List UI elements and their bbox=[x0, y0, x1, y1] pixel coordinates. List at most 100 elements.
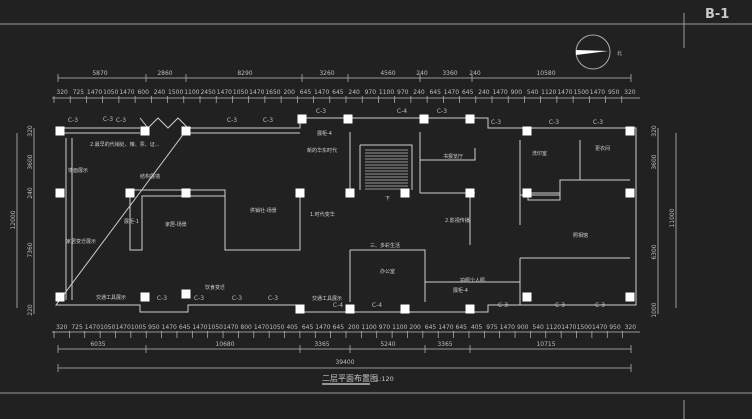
dimension-label: 950 bbox=[148, 324, 160, 331]
dimension-label: 405 bbox=[471, 324, 483, 331]
window-tag: C-3 bbox=[227, 117, 237, 124]
window-tag: C-3 bbox=[194, 295, 204, 302]
column-marker bbox=[343, 114, 353, 124]
north-arrow-icon bbox=[576, 50, 608, 55]
dimension-label: 1050 bbox=[269, 324, 284, 331]
dimension-label: 1000 bbox=[651, 302, 658, 317]
dimension-label: 1470 bbox=[590, 89, 605, 96]
column-marker bbox=[522, 188, 532, 198]
column-marker bbox=[465, 114, 475, 124]
structural-columns bbox=[55, 114, 635, 314]
north-arrow: 北 bbox=[575, 34, 622, 70]
window-tag: C-3 bbox=[593, 119, 603, 126]
dimension-label: 1050 bbox=[208, 324, 223, 331]
dimension-label: 970 bbox=[397, 89, 409, 96]
room-label: 新的华东时代 bbox=[307, 147, 337, 154]
dimension-label: 1050 bbox=[103, 89, 118, 96]
dimension-label: 320 bbox=[27, 125, 34, 137]
room-label: 交通工具展示 bbox=[96, 294, 126, 301]
dimension-label: 950 bbox=[608, 89, 620, 96]
dimension-label: 320 bbox=[651, 125, 658, 137]
column-marker bbox=[297, 114, 307, 124]
column-marker bbox=[522, 292, 532, 302]
dimension-label: 8290 bbox=[237, 70, 252, 77]
staircase bbox=[365, 149, 408, 190]
dimension-label: 1470 bbox=[492, 89, 507, 96]
dimension-label: 3600 bbox=[651, 154, 658, 169]
dimension-label: 1470 bbox=[557, 89, 572, 96]
dimension-label: 970 bbox=[379, 324, 391, 331]
dimension-label: 1470 bbox=[116, 324, 131, 331]
dimension-label: 645 bbox=[456, 324, 468, 331]
column-marker bbox=[625, 292, 635, 302]
window-tag: C-3 bbox=[157, 295, 167, 302]
room-label: 拍照个人照 bbox=[460, 277, 485, 284]
column-marker bbox=[400, 304, 410, 314]
dimension-label: 240 bbox=[469, 70, 481, 77]
dimension-label: 1050 bbox=[233, 89, 248, 96]
window-tag: C-3 bbox=[437, 108, 447, 115]
dimension-label: 600 bbox=[137, 89, 149, 96]
drawing-scale: 1:120 bbox=[375, 375, 394, 383]
dimension-label: 10580 bbox=[536, 70, 555, 77]
dimension-label: 200 bbox=[348, 324, 360, 331]
dimension-label: 1100 bbox=[361, 324, 376, 331]
dimension-lines bbox=[16, 77, 677, 369]
dimension-label: 1470 bbox=[85, 324, 100, 331]
dimension-label: 2450 bbox=[200, 89, 215, 96]
north-label: 北 bbox=[617, 50, 622, 57]
frame-lines bbox=[0, 13, 752, 419]
dimension-label: 645 bbox=[302, 324, 314, 331]
dimension-label: 240 bbox=[478, 89, 490, 96]
window-tag: C-3 bbox=[555, 302, 565, 309]
drawing-title-text: 二层平面布置图 bbox=[322, 373, 378, 383]
dimension-label: 5240 bbox=[380, 341, 395, 348]
dimension-label: 645 bbox=[429, 89, 441, 96]
dimension-label: 3365 bbox=[437, 341, 452, 348]
dimension-label: 3365 bbox=[314, 341, 329, 348]
dimension-label: 220 bbox=[27, 304, 34, 316]
room-label: 照相馆 bbox=[573, 232, 588, 239]
room-label: 1.时代变华 bbox=[310, 211, 335, 218]
room-label: 2.最早的代销处、粮、票、证... bbox=[90, 141, 160, 148]
dimension-label: 950 bbox=[609, 324, 621, 331]
column-marker bbox=[125, 188, 135, 198]
dimension-label: 240 bbox=[348, 89, 360, 96]
window-tag: C-4 bbox=[397, 108, 407, 115]
column-marker bbox=[181, 188, 191, 198]
dimension-label: 240 bbox=[154, 89, 166, 96]
column-marker bbox=[140, 292, 150, 302]
dimension-label: 970 bbox=[365, 89, 377, 96]
column-marker bbox=[345, 304, 355, 314]
dimension-label: 645 bbox=[332, 89, 344, 96]
dimension-label: 540 bbox=[527, 89, 539, 96]
dimension-label: 1470 bbox=[314, 89, 329, 96]
column-marker bbox=[400, 188, 410, 198]
room-label: 展柜-4 bbox=[317, 130, 332, 137]
dimension-label: 3600 bbox=[27, 154, 34, 169]
room-label: 2.影视传播 bbox=[445, 217, 470, 224]
dimension-label: 540 bbox=[532, 324, 544, 331]
column-marker bbox=[181, 126, 191, 136]
dimension-label: 1470 bbox=[561, 324, 576, 331]
dimension-label: 10715 bbox=[536, 341, 555, 348]
dimension-label: 725 bbox=[71, 324, 83, 331]
dimension-label: 645 bbox=[179, 324, 191, 331]
room-label: 家居-场景 bbox=[165, 221, 187, 228]
dimension-label: 725 bbox=[73, 89, 85, 96]
dimension-label: 39400 bbox=[335, 359, 354, 366]
dimension-label: 1470 bbox=[438, 324, 453, 331]
room-label: 展柜-1 bbox=[124, 218, 139, 225]
column-marker bbox=[625, 126, 635, 136]
stair-direction-label: 下 bbox=[385, 196, 390, 202]
dimension-label: 320 bbox=[56, 89, 68, 96]
column-marker bbox=[181, 289, 191, 299]
window-tag: C-3 bbox=[263, 117, 273, 124]
dimension-label: 5870 bbox=[92, 70, 107, 77]
dimension-label: 1470 bbox=[249, 89, 264, 96]
dimension-label: 7360 bbox=[27, 242, 34, 257]
dimension-label: 240 bbox=[27, 187, 34, 199]
room-label: 结构展墙 bbox=[140, 173, 160, 180]
room-label: 交通工具展示 bbox=[312, 295, 342, 302]
